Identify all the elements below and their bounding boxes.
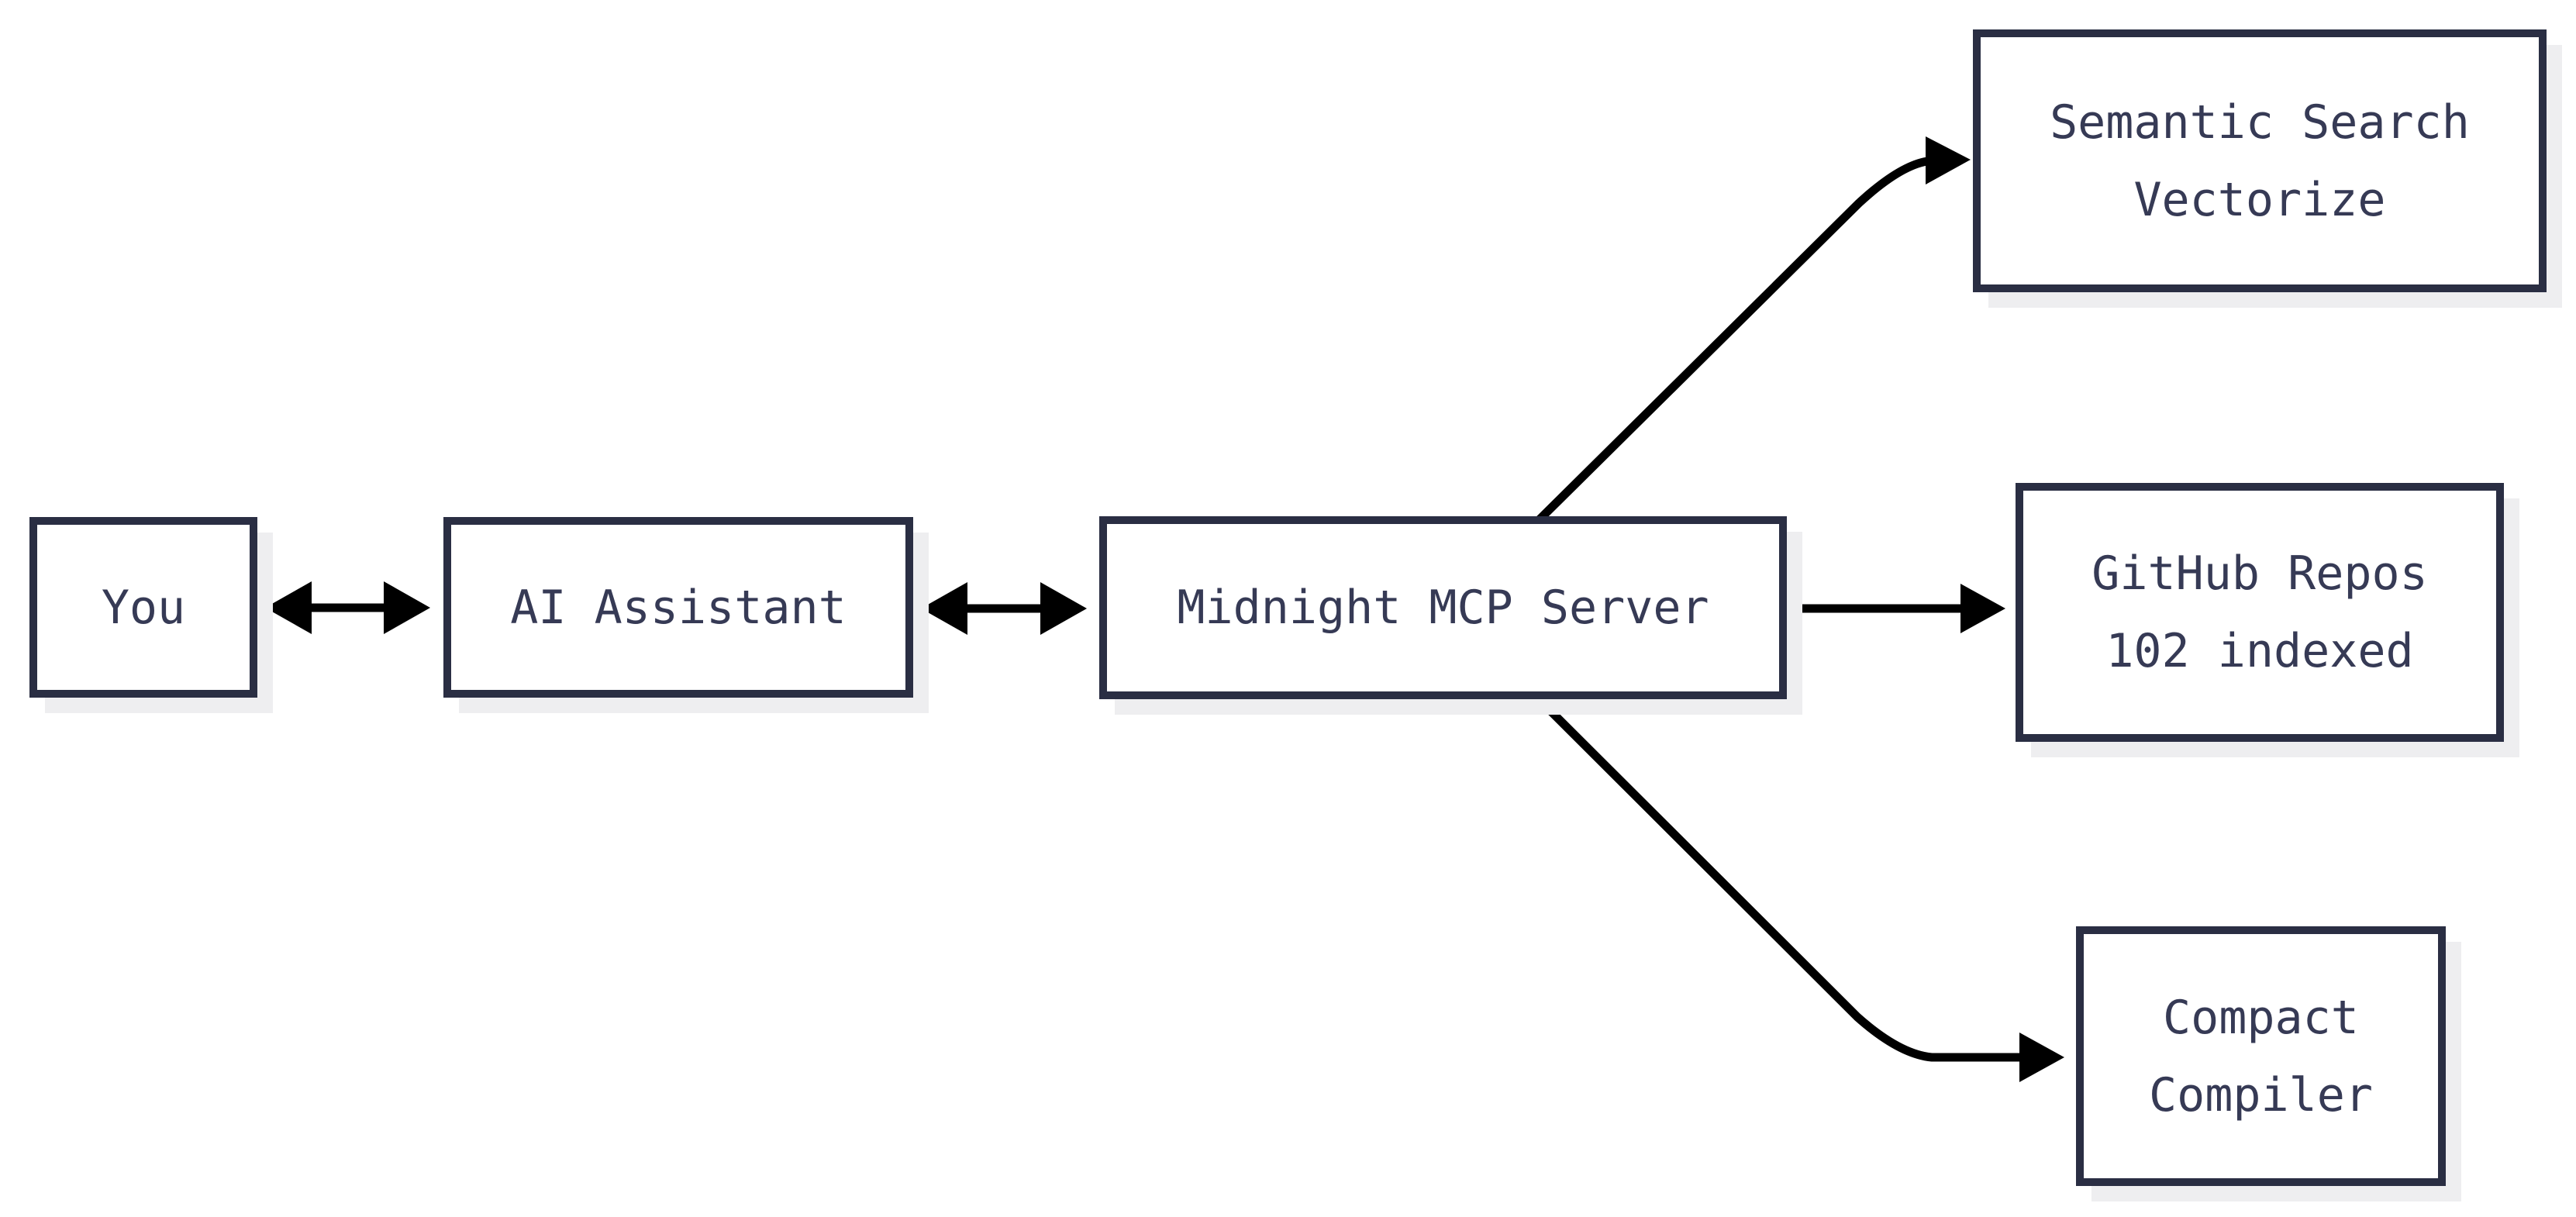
node-you: You bbox=[29, 517, 257, 698]
node-label: Semantic Search Vectorize bbox=[2050, 95, 2470, 227]
arrowhead-right-icon bbox=[1926, 136, 1971, 184]
node-label: GitHub Repos 102 indexed bbox=[2091, 546, 2428, 678]
node-label: AI Assistant bbox=[510, 580, 847, 635]
arrowhead-left-icon bbox=[265, 581, 312, 634]
edge-mcp-compact bbox=[1532, 692, 2064, 1082]
edge-mcp-semantic bbox=[1533, 136, 1971, 526]
edge-you-ai-bidirectional bbox=[265, 581, 430, 634]
node-ai-assistant: AI Assistant bbox=[443, 517, 913, 698]
node-label: Compact Compiler bbox=[2149, 990, 2373, 1122]
node-semantic-search: Semantic Search Vectorize bbox=[1973, 29, 2547, 292]
arrowhead-right-icon bbox=[384, 581, 430, 634]
arrowhead-right-icon bbox=[1960, 584, 2005, 633]
edge-mcp-github bbox=[1787, 584, 2005, 633]
node-compact-compiler: Compact Compiler bbox=[2076, 926, 2446, 1186]
edge-ai-mcp-bidirectional bbox=[921, 582, 1087, 635]
arrowhead-left-icon bbox=[921, 582, 967, 635]
node-github-repos: GitHub Repos 102 indexed bbox=[2016, 483, 2504, 742]
arrowhead-right-icon bbox=[2019, 1033, 2064, 1082]
node-mcp-server: Midnight MCP Server bbox=[1099, 516, 1787, 699]
node-label: Midnight MCP Server bbox=[1177, 581, 1709, 635]
node-label: You bbox=[101, 580, 186, 635]
arrowhead-right-icon bbox=[1040, 582, 1087, 635]
